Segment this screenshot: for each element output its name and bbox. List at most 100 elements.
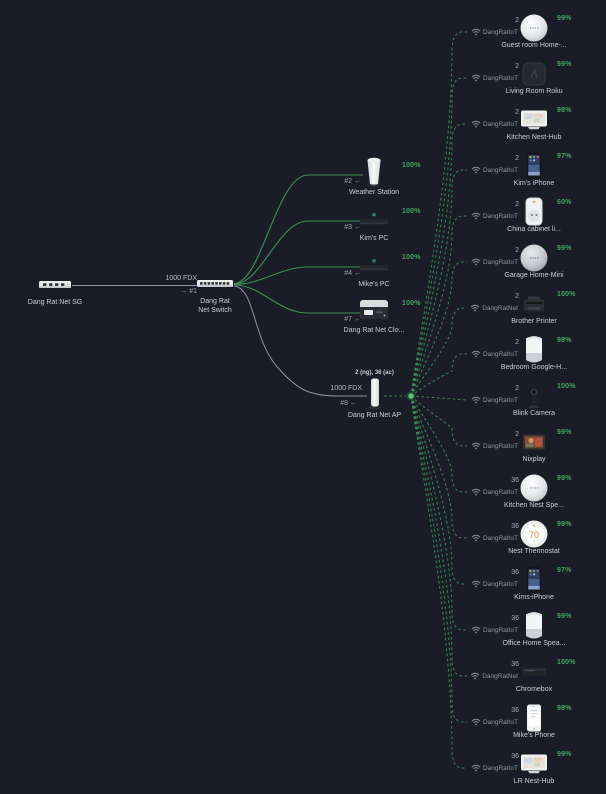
google-mini-sphere-icon[interactable] [519, 473, 549, 503]
blink-camera-icon[interactable] [524, 383, 544, 409]
signal-strength: 99% [557, 751, 572, 758]
ssid-row: DangRatIoT [462, 718, 518, 726]
wired-link [233, 220, 363, 285]
switch-icon[interactable] [196, 278, 234, 291]
device-name: China cabinet li... [507, 226, 561, 233]
roku-icon[interactable] [522, 62, 546, 86]
device-name: LR Nest-Hub [513, 778, 555, 785]
gateway-name: Dang Rat Net SG [27, 299, 83, 306]
wifi-channel: 2 [515, 201, 519, 208]
cloudkey-icon[interactable] [358, 299, 390, 321]
signal-strength: 100% [402, 162, 421, 169]
port-label: #3 ← [344, 224, 361, 231]
ssid-row: DangRatIoT [462, 166, 518, 174]
printer-icon[interactable] [522, 295, 546, 313]
wifi-icon [471, 442, 481, 450]
device-name: Mike's PC [358, 281, 390, 288]
wifi-icon [471, 626, 481, 634]
port-label: #2 ← [344, 178, 361, 185]
signal-strength: 97% [557, 567, 572, 574]
wifi-channel: 36 [511, 661, 519, 668]
wireless-link [410, 395, 467, 447]
wifi-icon [470, 672, 480, 680]
wireless-link [410, 353, 467, 397]
wireless-link [410, 395, 467, 493]
google-home-icon[interactable] [523, 611, 545, 641]
wifi-channel: 36 [511, 477, 519, 484]
signal-strength: 100% [557, 383, 576, 390]
signal-strength: 100% [402, 208, 421, 215]
signal-strength: 99% [557, 429, 572, 436]
wireless-link [410, 395, 468, 401]
phone-white-icon[interactable] [527, 704, 542, 732]
port-label: #7 ← [344, 316, 361, 323]
smart-plug-icon[interactable] [524, 197, 544, 227]
ssid-row: DangRatIoT [462, 442, 518, 450]
wireless-link [410, 395, 467, 677]
signal-strength: 98% [557, 107, 572, 114]
ssid-label: DangRatIoT [482, 442, 518, 450]
ssid-row: DangRatNet [462, 672, 518, 680]
ssid-label: DangRatIoT [482, 764, 518, 772]
access-point-icon[interactable] [368, 378, 382, 411]
wifi-icon [471, 718, 481, 726]
wired-link [233, 174, 363, 285]
laptop-icon[interactable] [359, 210, 389, 226]
device-name: Blink Camera [512, 410, 555, 417]
ssid-label: DangRatIoT [482, 350, 518, 358]
photo-frame-icon[interactable] [522, 434, 546, 451]
device-name: Kims-iPhone [514, 594, 554, 601]
svg-text:70: 70 [529, 530, 539, 540]
thermostat-icon[interactable]: 70 [519, 519, 549, 549]
ssid-label: DangRatIoT [482, 626, 518, 634]
ssid-label: DangRatIoT [482, 488, 518, 496]
ssid-row: DangRatIoT [462, 28, 518, 36]
signal-strength: 100% [557, 291, 576, 298]
wifi-icon [471, 488, 481, 496]
iphone-icon[interactable] [527, 152, 542, 180]
device-name: Kitchen Nest-Hub [506, 134, 562, 141]
ssid-row: DangRatIoT [462, 74, 518, 82]
wifi-icon [471, 212, 481, 220]
home-mini-gray-icon[interactable] [519, 243, 549, 273]
wifi-icon [471, 166, 481, 174]
google-home-icon[interactable] [523, 335, 545, 365]
ssid-label: DangRatIoT [482, 396, 518, 404]
laptop-icon[interactable] [359, 256, 389, 272]
nest-hub-icon[interactable] [520, 110, 548, 131]
switch-name: Dang Rat Net Switch [198, 298, 232, 314]
signal-strength: 98% [557, 337, 572, 344]
ssid-label: DangRatIoT [482, 718, 518, 726]
ssid-row: DangRatIoT [462, 396, 518, 404]
iphone-icon[interactable] [527, 566, 542, 594]
signal-strength: 100% [557, 659, 576, 666]
device-name: Living Room Roku [505, 88, 563, 95]
wifi-icon [471, 258, 481, 266]
signal-strength: 100% [402, 254, 421, 261]
wireless-link [410, 395, 467, 723]
wifi-channel: 2 [515, 109, 519, 116]
wifi-channel: 36 [511, 569, 519, 576]
switch-uplink-port: → #1 [180, 288, 197, 295]
wifi-icon [471, 580, 481, 588]
device-name: Kitchen Nest Spe... [504, 502, 564, 509]
google-mini-sphere-icon[interactable] [519, 13, 549, 43]
ap-uplink-speed: 1000 FDX [330, 385, 362, 392]
wireless-link [410, 31, 467, 397]
wifi-channel: 2 [515, 293, 519, 300]
device-name: Office Home Spea... [502, 640, 566, 647]
nest-hub-icon[interactable] [520, 754, 548, 775]
wifi-icon [470, 304, 480, 312]
wifi-icon [471, 74, 481, 82]
wifi-icon [471, 350, 481, 358]
wireless-link [410, 77, 467, 397]
device-name: Kim's PC [359, 235, 389, 242]
ssid-row: DangRatIoT [462, 764, 518, 772]
weather-station-icon[interactable] [364, 155, 384, 189]
signal-strength: 99% [557, 475, 572, 482]
chromebox-icon[interactable] [521, 667, 547, 677]
wifi-icon [471, 534, 481, 542]
gateway-switch-icon[interactable] [38, 279, 72, 291]
